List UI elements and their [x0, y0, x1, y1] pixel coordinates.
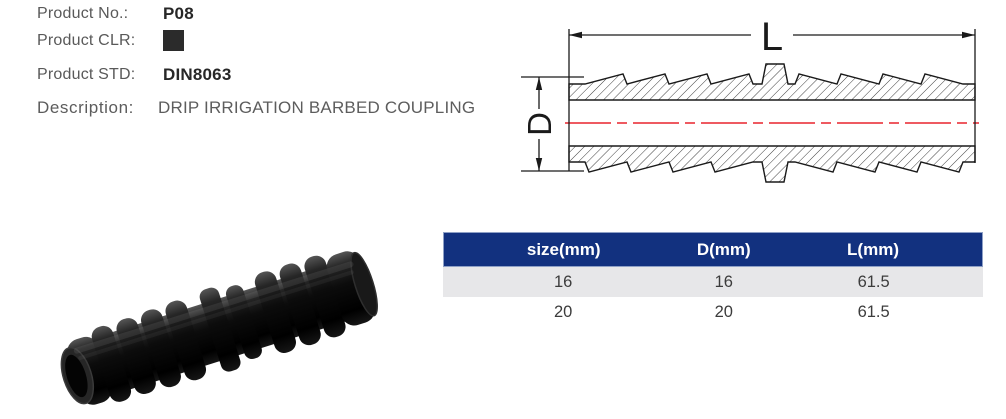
cell-size: 16: [553, 272, 573, 291]
table-row: 20 20 61.5: [443, 297, 983, 327]
product-no-row: Product No.: P08: [37, 3, 194, 25]
coupling-bore-opening: [65, 354, 88, 398]
L-arrow-right: [962, 31, 975, 39]
product-description-label: Description:: [37, 98, 134, 117]
product-photo: [60, 251, 378, 405]
pipe-body: [568, 63, 976, 183]
D-arrow-top: [535, 77, 543, 90]
header-size: size(mm): [526, 239, 601, 259]
product-description-row: Description: DRIP IRRIGATION BARBED COUP…: [37, 97, 475, 119]
technical-drawing: L D: [521, 15, 979, 183]
product-color-swatch: [163, 30, 184, 51]
header-d: D(mm): [696, 239, 751, 259]
product-no-label: Product No.:: [37, 5, 129, 22]
product-std-label: Product STD:: [37, 66, 136, 83]
dim-L-label: L: [761, 15, 783, 59]
product-clr-label: Product CLR:: [37, 32, 136, 49]
dimension-D: [535, 77, 543, 171]
cell-l: 61.5: [857, 272, 890, 291]
pipe-bottom-wall: [568, 145, 976, 183]
dimension-L: [569, 31, 975, 39]
cell-l: 61.5: [857, 302, 890, 321]
cell-size: 20: [553, 302, 573, 321]
product-std-value: DIN8063: [163, 65, 232, 84]
extension-lines: [521, 29, 976, 172]
product-no-value: P08: [163, 4, 194, 23]
product-clr-row: Product CLR:: [37, 30, 184, 52]
table-row: 16 16 61.5: [443, 267, 983, 297]
spec-table: size(mm) D(mm) L(mm) 16 16 61.5 20 20 61…: [443, 232, 983, 327]
D-arrow-bottom: [535, 158, 543, 171]
cell-d: 20: [714, 302, 733, 321]
cell-d: 16: [714, 272, 733, 291]
coupling-photo-shape: [60, 251, 378, 405]
product-std-row: Product STD: DIN8063: [37, 64, 232, 86]
product-description-value: DRIP IRRIGATION BARBED COUPLING: [158, 98, 476, 117]
L-arrow-left: [569, 31, 582, 39]
dim-D-label: D: [521, 112, 558, 136]
header-l: L(mm): [847, 239, 899, 259]
pipe-top-wall: [568, 63, 976, 101]
spec-table-header: size(mm) D(mm) L(mm): [443, 232, 983, 267]
